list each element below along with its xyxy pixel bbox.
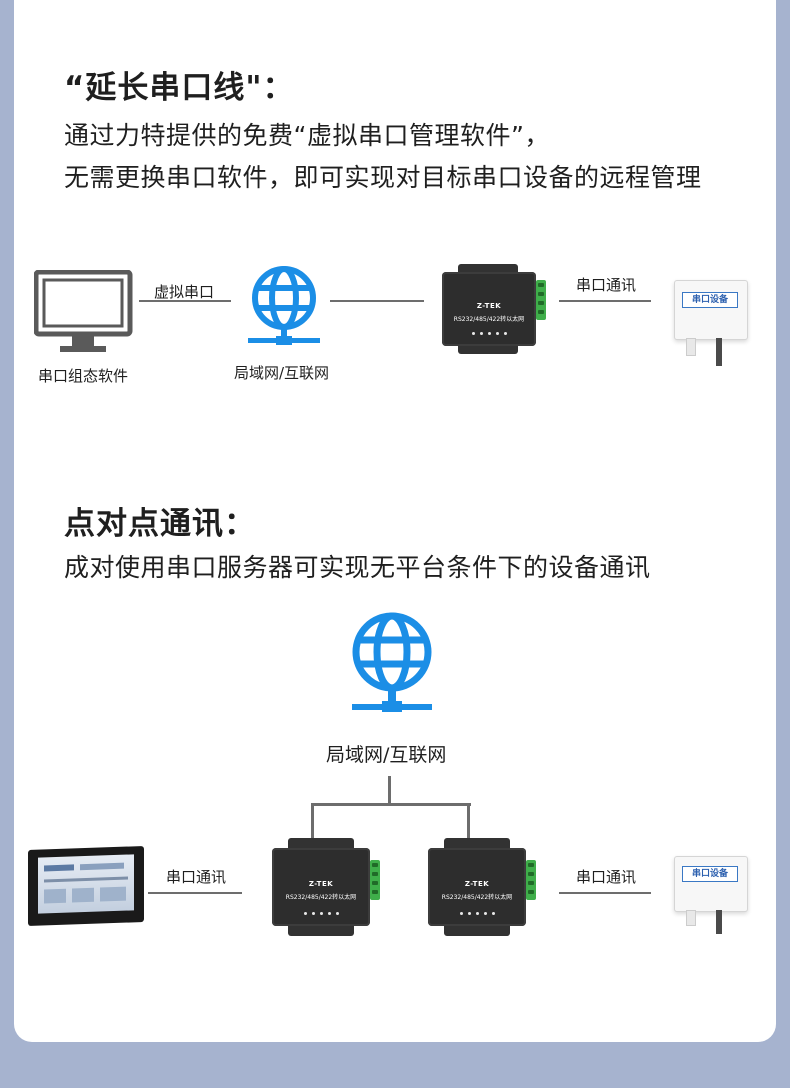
device-brand: Z-TEK — [308, 880, 334, 888]
sensor-tag: 串口设备 — [682, 292, 738, 308]
virtual-port-label: 虚拟串口 — [154, 283, 215, 301]
globe-network-icon — [350, 610, 434, 720]
device-model: RS232/485/422转以太网 — [453, 316, 525, 323]
tree-line — [467, 803, 470, 839]
device-model: RS232/485/422转以太网 — [285, 894, 357, 901]
serial-server-device: Z-TEK RS232/485/422转以太网 — [268, 838, 380, 936]
serial-device-sensor: 串口设备 — [670, 280, 750, 368]
device-model: RS232/485/422转以太网 — [441, 894, 513, 901]
section1-title: “延长串口线"： — [64, 70, 295, 106]
serial-server-device: Z-TEK RS232/485/422转以太网 — [424, 838, 536, 936]
sensor-tag: 串口设备 — [682, 866, 738, 882]
monitor-icon — [33, 269, 134, 356]
section2-line1: 成对使用串口服务器可实现无平台条件下的设备通讯 — [64, 553, 651, 582]
tree-line — [311, 803, 471, 806]
tree-line — [311, 803, 314, 839]
section1-line2: 无需更换串口软件，即可实现对目标串口设备的远程管理 — [64, 163, 702, 192]
serial-device-sensor: 串口设备 — [670, 856, 750, 936]
link-line — [330, 300, 424, 302]
serial-comm-label-left: 串口通讯 — [166, 868, 227, 886]
link-line — [139, 300, 231, 302]
section2-title: 点对点通讯： — [64, 506, 256, 542]
network-label-1: 局域网/互联网 — [234, 364, 330, 382]
network-label-2: 局域网/互联网 — [326, 744, 447, 766]
device-brand: Z-TEK — [476, 302, 502, 310]
section1-line1: 通过力特提供的免费“虚拟串口管理软件”， — [64, 121, 550, 150]
globe-network-icon — [242, 264, 326, 352]
link-line — [559, 300, 651, 302]
link-line — [559, 892, 651, 894]
serial-comm-label-right: 串口通讯 — [576, 868, 637, 886]
pc-label: 串口组态软件 — [38, 367, 129, 385]
hmi-panel — [22, 842, 150, 928]
tree-line — [388, 776, 391, 804]
link-line — [148, 892, 242, 894]
serial-server-device: Z-TEK RS232/485/422转以太网 — [436, 264, 548, 354]
device-brand: Z-TEK — [464, 880, 490, 888]
serial-comm-label-1: 串口通讯 — [576, 276, 637, 294]
